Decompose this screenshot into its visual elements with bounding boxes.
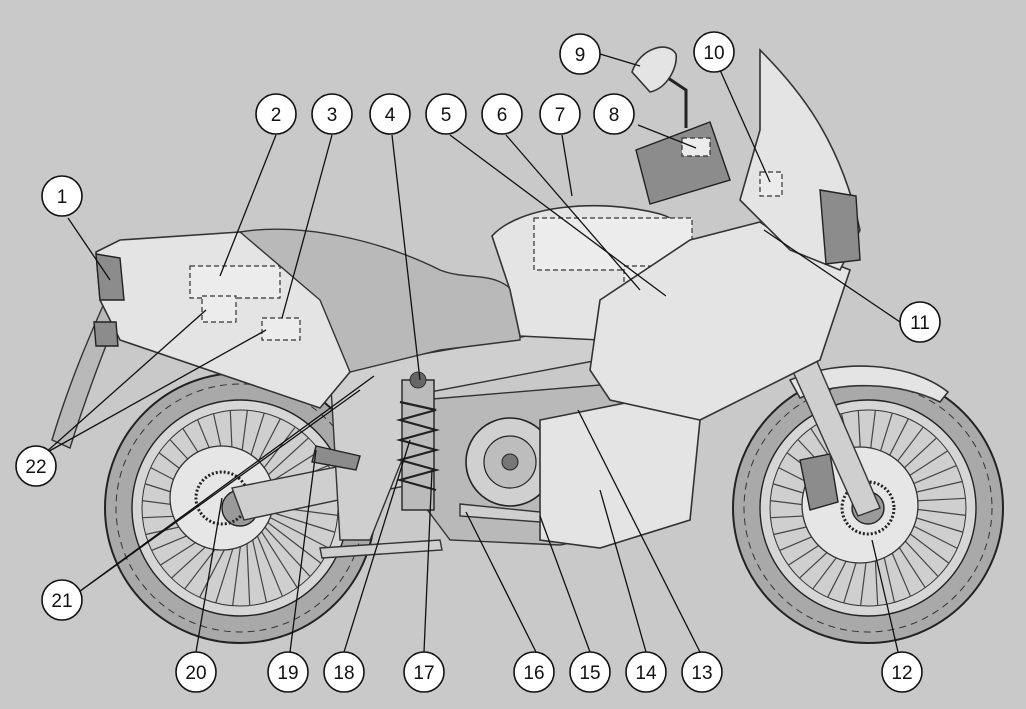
leader-5 (449, 134, 667, 297)
callout-label-9: 9 (575, 45, 586, 66)
leader-12 (871, 539, 899, 653)
leader-13 (577, 409, 701, 653)
callout-16: 16 (513, 651, 555, 693)
leader-6 (505, 134, 641, 291)
callout-label-20: 20 (185, 663, 206, 684)
callout-21: 21 (41, 579, 83, 621)
callout-4: 4 (369, 93, 411, 135)
callout-label-22: 22 (25, 457, 46, 478)
callout-label-10: 10 (703, 43, 724, 64)
leader-lines (43, 53, 901, 653)
leader-4 (391, 134, 421, 381)
callout-label-11: 11 (910, 313, 930, 334)
leader-9 (599, 53, 641, 67)
callout-label-16: 16 (523, 663, 544, 684)
leader-16 (465, 511, 537, 653)
front-fairing-side (589, 221, 851, 421)
side-stand (319, 539, 443, 559)
front-tyre-tread (743, 383, 993, 633)
callout-label-19: 19 (277, 663, 298, 684)
tail-light (95, 253, 125, 301)
callout-6: 6 (481, 93, 523, 135)
tail-label-2 (189, 265, 281, 299)
leader-3 (281, 134, 333, 319)
callout-label-14: 14 (635, 663, 657, 684)
callout-label-2: 2 (271, 105, 282, 126)
callout-1: 1 (41, 175, 83, 217)
leader-14 (599, 489, 647, 653)
mirror-stem (667, 76, 688, 128)
callout-label-21: 21 (51, 591, 72, 612)
rear-shock-top-mount (409, 371, 427, 389)
callout-8: 8 (593, 93, 635, 135)
callout-9: 9 (559, 33, 601, 75)
callout-label-6: 6 (497, 105, 508, 126)
callout-label-12: 12 (891, 663, 912, 684)
rear-indicator (93, 321, 119, 347)
callout-10: 10 (693, 31, 735, 73)
callout-20: 20 (175, 651, 217, 693)
callouts: 1 2 3 4 5 6 7 8 9 10 11 12 13 14 15 16 1… (15, 31, 941, 693)
callout-3: 3 (311, 93, 353, 135)
leader-17 (423, 469, 433, 653)
tail-label-22 (201, 295, 237, 323)
callout-19: 19 (267, 651, 309, 693)
footpeg (311, 445, 361, 471)
motorcycle-illustration (51, 46, 1004, 644)
callout-22: 22 (15, 445, 57, 487)
callout-label-18: 18 (333, 663, 354, 684)
callout-12: 12 (881, 651, 923, 693)
callout-label-8: 8 (609, 105, 620, 126)
rear-shock-spring (395, 400, 441, 492)
headlight (819, 189, 861, 265)
leader-10 (719, 69, 771, 183)
callout-label-5: 5 (441, 105, 452, 126)
callout-14: 14 (625, 651, 667, 693)
callout-17: 17 (403, 651, 445, 693)
exhaust-link (459, 503, 541, 523)
callout-label-4: 4 (385, 105, 396, 126)
callout-5: 5 (425, 93, 467, 135)
front-brake-caliper (799, 453, 839, 511)
leader-22a (43, 309, 207, 455)
leader-21b (75, 389, 361, 595)
engine-clutch-center (501, 453, 519, 471)
callout-18: 18 (323, 651, 365, 693)
front-mudguard (788, 365, 950, 404)
callout-13: 13 (681, 651, 723, 693)
callout-label-3: 3 (327, 105, 338, 126)
leader-7 (561, 134, 573, 197)
leader-15 (539, 515, 591, 653)
label-10 (759, 171, 783, 197)
callout-label-1: 1 (57, 187, 68, 208)
rear-shock (395, 371, 441, 511)
leader-20 (195, 497, 223, 653)
leader-8 (637, 124, 697, 149)
callout-label-17: 17 (413, 663, 434, 684)
callout-2: 2 (255, 93, 297, 135)
callout-label-15: 15 (579, 663, 600, 684)
callout-label-7: 7 (555, 105, 566, 126)
callout-label-13: 13 (691, 663, 712, 684)
leader-2 (219, 134, 277, 277)
callout-15: 15 (569, 651, 611, 693)
leader-1 (67, 217, 111, 281)
tail-label-3 (261, 317, 301, 341)
leader-11 (763, 229, 901, 323)
label-8 (681, 137, 711, 157)
mirror (631, 46, 677, 93)
leader-22b (43, 329, 267, 455)
leader-18 (343, 439, 411, 653)
callout-7: 7 (539, 93, 581, 135)
callout-11: 11 (899, 301, 941, 343)
leader-19 (289, 449, 317, 653)
